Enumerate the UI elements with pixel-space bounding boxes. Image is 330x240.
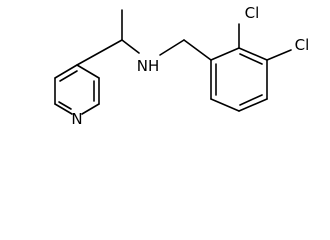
bond-c2-c3 bbox=[238, 47, 268, 61]
chlorine-2-label: Cl bbox=[245, 4, 260, 22]
bond-nh-ch2 bbox=[159, 39, 185, 56]
bond-n-c6-double bbox=[58, 101, 72, 110]
bond-c2-n bbox=[81, 103, 100, 115]
bond-c3-cl bbox=[266, 49, 292, 61]
bond-c2-c3-double bbox=[239, 53, 263, 65]
benzene-ring bbox=[210, 47, 268, 112]
bond-ch2-ring bbox=[183, 39, 212, 61]
bond-c4-c5-double bbox=[239, 94, 263, 106]
bond-c5-c6 bbox=[210, 98, 240, 112]
bond-c5-c4 bbox=[54, 64, 78, 79]
bond-c4-c3 bbox=[76, 64, 100, 79]
bond-ch-nh bbox=[121, 39, 140, 54]
structure-canvas: N NH Cl Cl bbox=[54, 4, 310, 128]
pyridine-nitrogen-label: N bbox=[71, 110, 82, 128]
bond-c4-c5 bbox=[238, 98, 268, 112]
ethyl-linker bbox=[76, 9, 140, 66]
chlorine-3-label: Cl bbox=[295, 36, 310, 54]
bond-c4-ch bbox=[76, 39, 123, 66]
bond-c5-c4-double bbox=[59, 70, 78, 82]
molecule-structure: N NH Cl Cl bbox=[54, 4, 310, 128]
pyridine-ring bbox=[54, 64, 100, 115]
bond-n-c6 bbox=[54, 103, 73, 115]
amine-nh-label: NH bbox=[137, 57, 160, 75]
bond-c1-c2 bbox=[210, 47, 240, 61]
